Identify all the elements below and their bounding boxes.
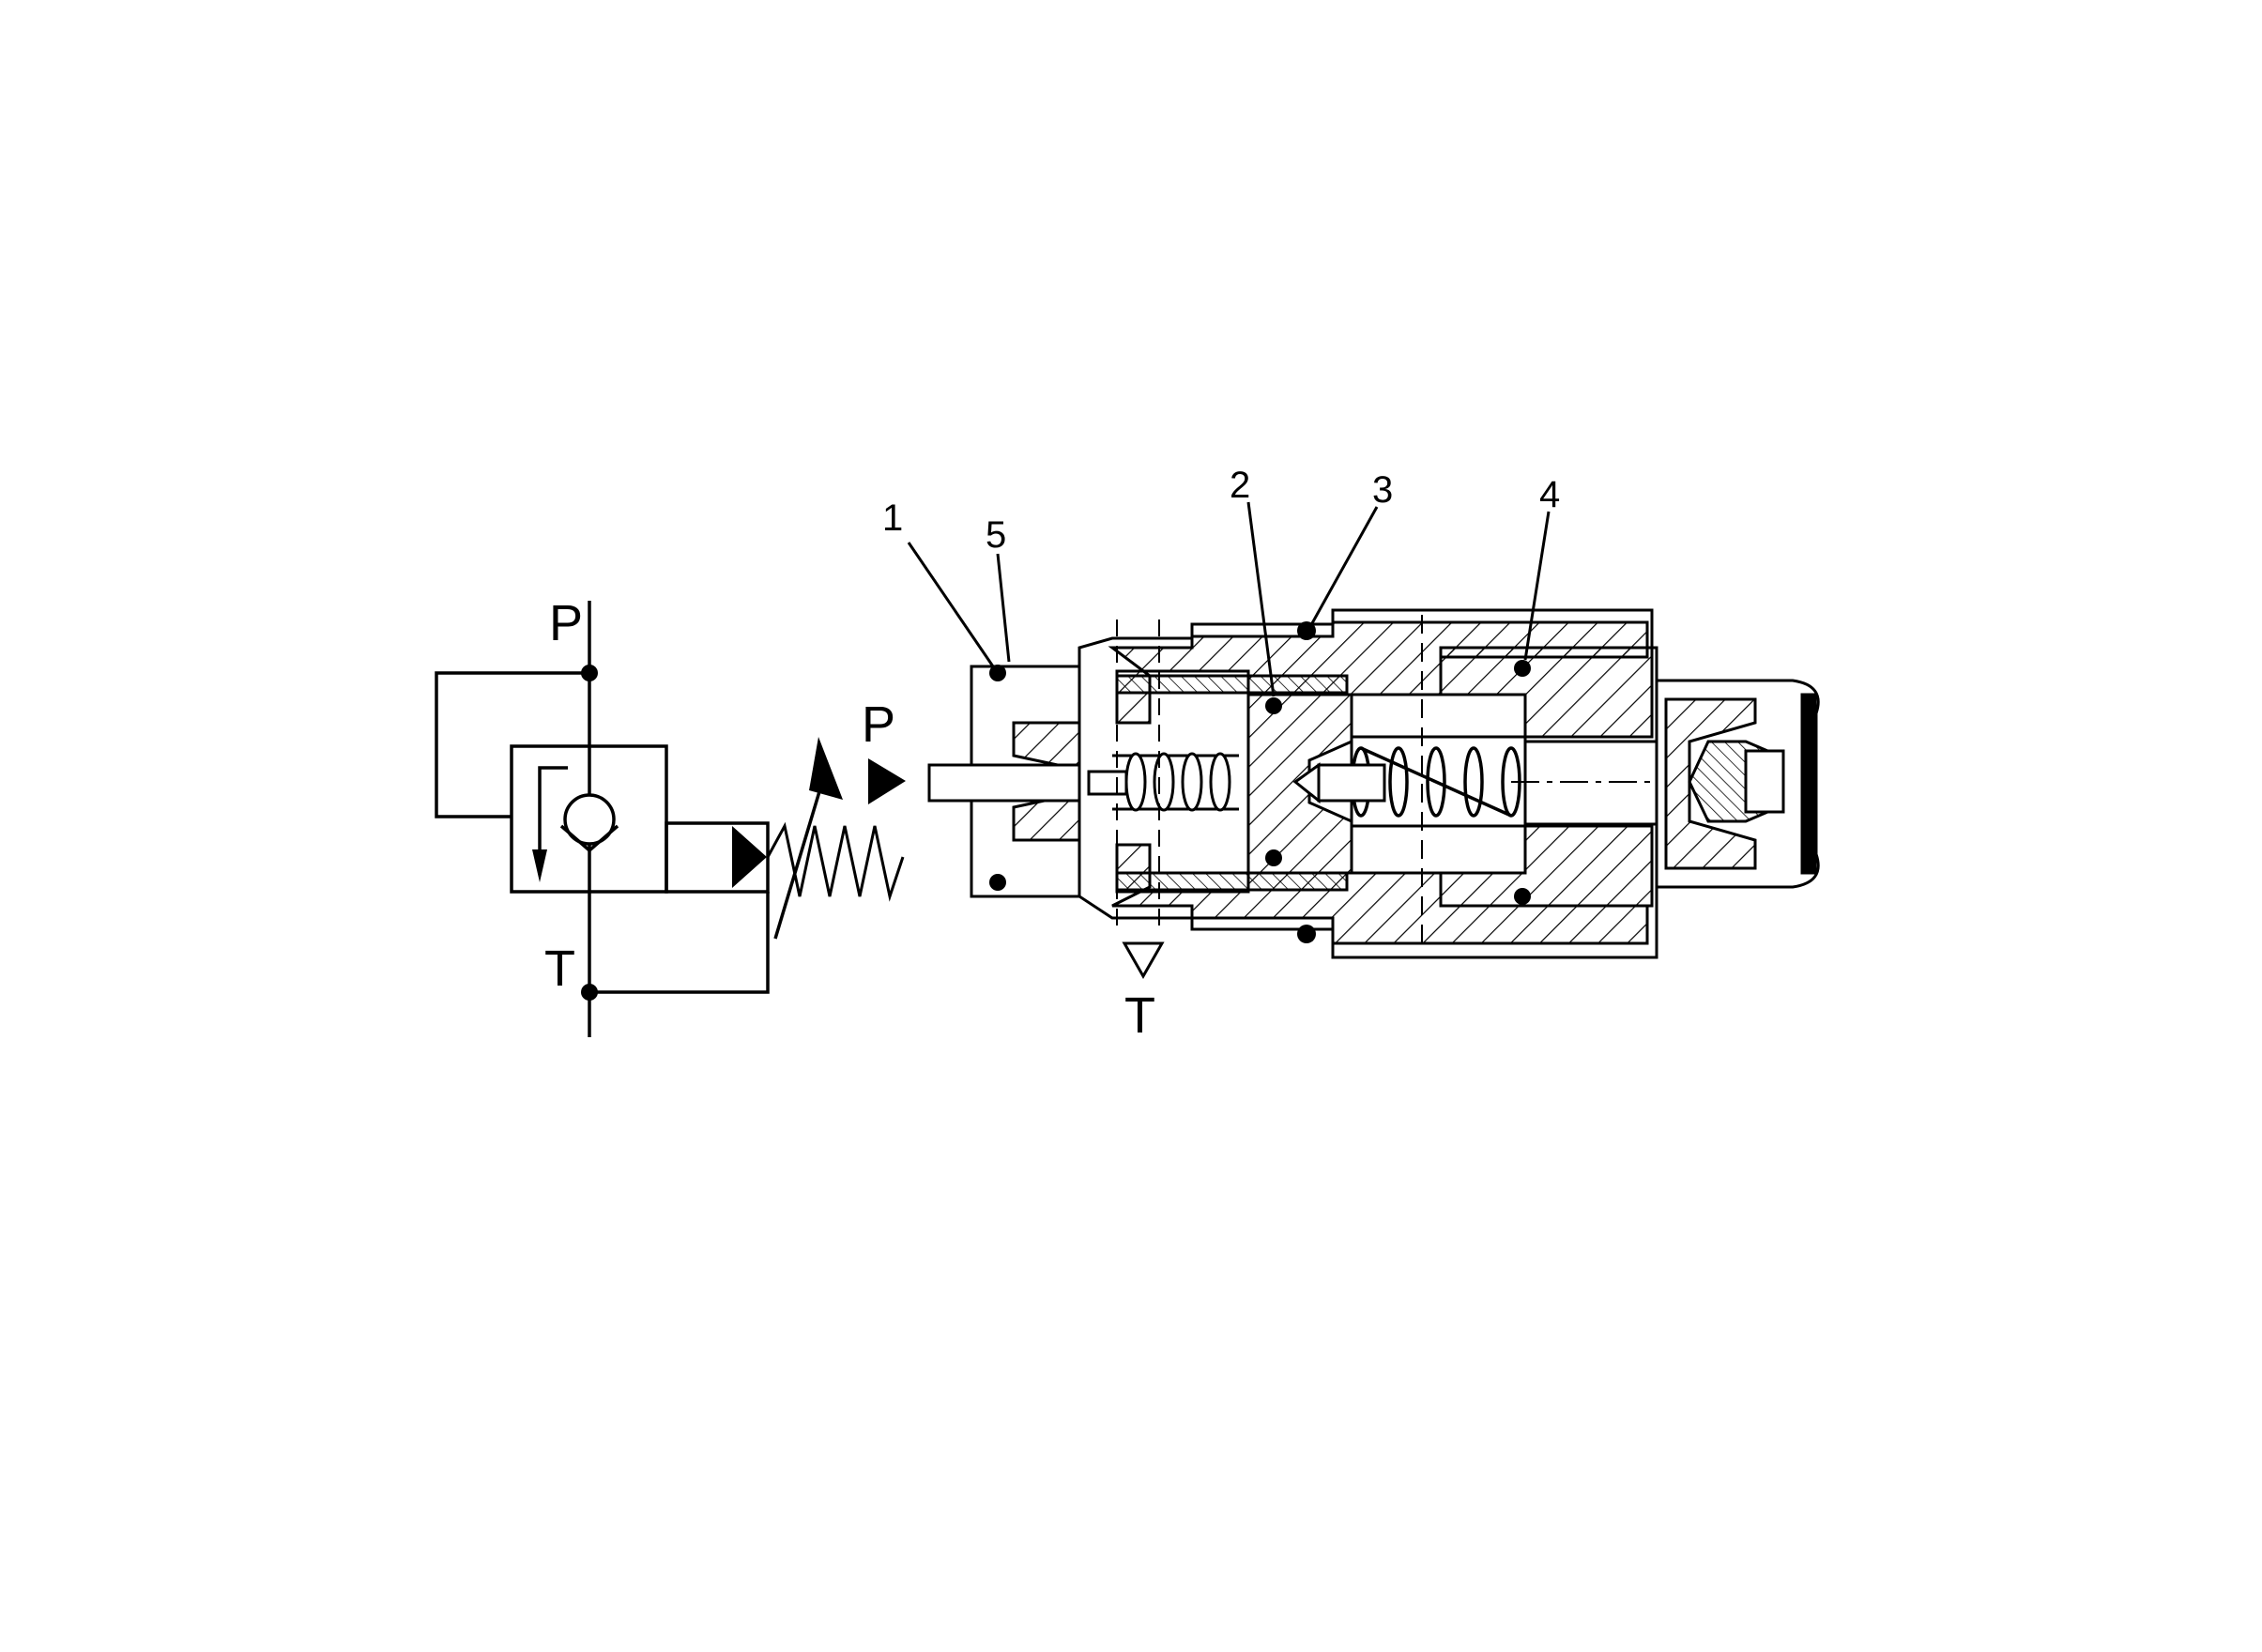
symbol-pilot-triangle — [732, 826, 767, 888]
symbol-return-line — [589, 892, 770, 994]
callout-1: 1 — [882, 497, 903, 539]
symbol-adjust-line — [773, 769, 828, 940]
section-port-p-arrow — [868, 758, 906, 804]
guide-sleeve-top — [1115, 674, 1349, 695]
callout-3: 3 — [1372, 469, 1393, 511]
lock-nut-head — [1744, 749, 1785, 814]
symbol-junction-t — [581, 984, 598, 1001]
symbol-adjust-arrowhead — [809, 737, 843, 800]
callout-4: 4 — [1539, 474, 1560, 515]
poppet-tip — [1292, 762, 1321, 804]
leader-4 — [1523, 511, 1551, 661]
o-ring-3b — [1297, 925, 1316, 943]
end-cap-outer-edge — [1800, 693, 1817, 875]
callout-2: 2 — [1230, 465, 1250, 506]
body-block-right-lower — [1439, 824, 1654, 908]
leader-2 — [1246, 501, 1276, 697]
o-ring-3 — [1297, 621, 1316, 640]
symbol-pilot-line — [435, 671, 589, 818]
symbol-flow-arrow — [538, 766, 568, 868]
leader-1 — [907, 542, 995, 667]
valve-cross-section — [927, 608, 1820, 959]
symbol-valve-box — [510, 744, 668, 894]
symbol-check-ball — [563, 793, 616, 846]
section-port-t-arrow — [1122, 941, 1165, 980]
symbol-spring-box — [665, 821, 770, 894]
leader-3 — [1310, 506, 1379, 624]
guide-sleeve-bottom — [1115, 871, 1349, 892]
o-rings — [989, 621, 1531, 943]
section-port-p-label: P — [862, 696, 895, 753]
o-ring-1 — [989, 665, 1006, 681]
symbol-port-p-label: P — [549, 595, 583, 651]
symbol-check-seat — [559, 824, 619, 853]
o-ring-2 — [1265, 697, 1282, 714]
body-block-right — [1439, 646, 1654, 739]
hydraulic-symbol — [435, 601, 905, 1037]
callout-leaders — [907, 501, 1551, 697]
o-ring-2b — [1265, 849, 1282, 866]
symbol-port-t-label: T — [544, 941, 575, 997]
end-cap-nut — [1664, 697, 1757, 870]
pilot-spring — [1087, 752, 1239, 812]
poppet — [1317, 763, 1386, 803]
o-ring-4 — [1514, 660, 1531, 677]
inlet-tube — [927, 763, 1095, 803]
callout-5: 5 — [986, 514, 1006, 556]
o-ring-1b — [989, 874, 1006, 891]
symbol-spring — [766, 821, 905, 902]
leader-5 — [996, 553, 1011, 663]
symbol-junction-p — [581, 665, 598, 681]
section-port-t-label: T — [1124, 987, 1155, 1044]
symbol-flow-arrowhead — [532, 849, 547, 882]
o-ring-4b — [1514, 888, 1531, 905]
